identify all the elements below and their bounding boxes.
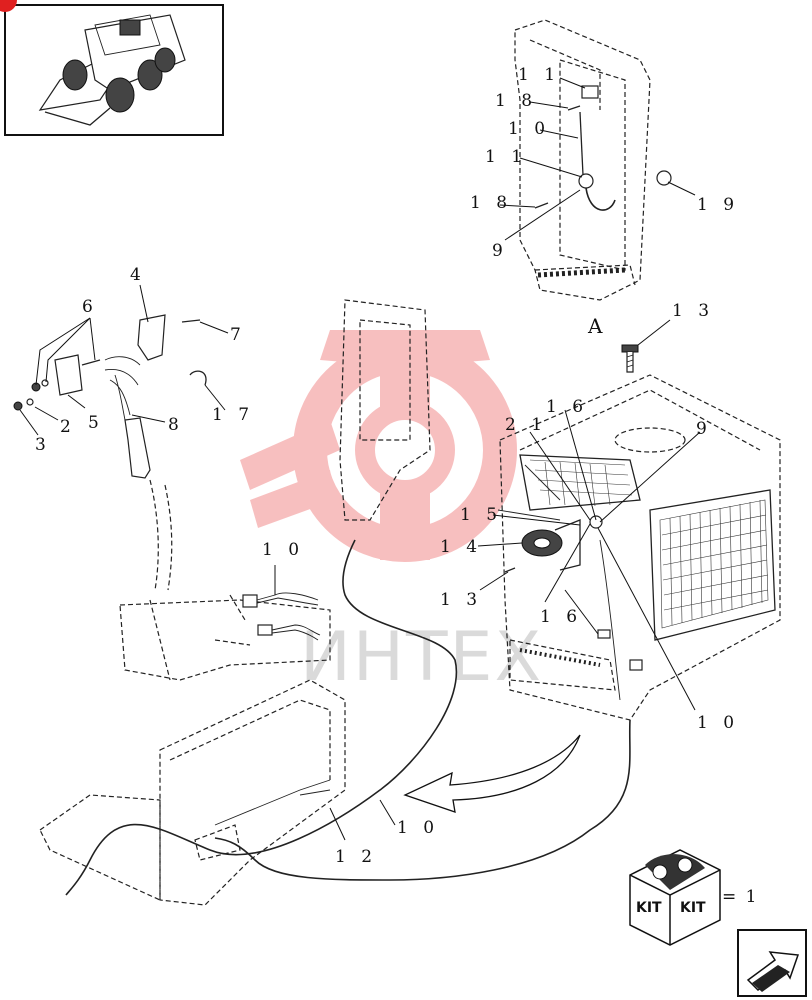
callout-13-top: 1 3 — [672, 301, 714, 321]
nut-part — [656, 170, 672, 186]
clip-part — [581, 85, 599, 99]
callout-5: 5 — [88, 413, 104, 433]
corner-badge — [0, 0, 17, 12]
callout-19: 1 9 — [697, 195, 739, 215]
left-tower — [119, 299, 431, 681]
callout-16-top: 1 6 — [546, 397, 588, 417]
callout-10-top: 1 0 — [508, 119, 550, 139]
kit-quantity: = 1 — [722, 887, 758, 907]
callout-4: 4 — [130, 265, 146, 285]
cable-harness — [65, 464, 631, 896]
thumbnail-frame — [4, 4, 224, 136]
loader-body — [499, 374, 781, 721]
callout-21: 2 1 — [505, 415, 547, 435]
callout-18-mid: 1 8 — [470, 193, 512, 213]
callout-10-bottom: 1 0 — [397, 818, 439, 838]
callout-18-top: 1 8 — [495, 91, 537, 111]
small-bolt — [504, 567, 516, 573]
callout-11-mid: 1 1 — [485, 147, 527, 167]
arrow-next-icon[interactable] — [737, 929, 807, 997]
watermark-text: ИНТЕХ — [300, 618, 543, 697]
callout-10-left: 1 0 — [262, 540, 304, 560]
callouts: 4 6 7 2 5 3 8 1 7 1 1 1 8 1 0 1 1 1 8 9 … — [35, 65, 739, 867]
skid-steer-loader-thumbnail — [38, 14, 186, 126]
leaders-detail-a — [499, 77, 696, 241]
callout-17: 1 7 — [212, 405, 254, 425]
callout-9-top: 9 — [492, 241, 508, 261]
callout-16-main: 1 6 — [540, 607, 582, 627]
bolt-part — [621, 344, 639, 373]
cover-part — [137, 314, 166, 361]
callout-13-main: 1 3 — [440, 590, 482, 610]
leaders-switch-assembly — [19, 284, 229, 436]
callout-14: 1 4 — [440, 537, 482, 557]
callout-2: 2 — [60, 417, 76, 437]
leaders-lower — [274, 565, 396, 841]
callout-12: 1 2 — [335, 847, 377, 867]
callout-7: 7 — [230, 325, 246, 345]
kit-text-right: KIT — [680, 900, 706, 916]
callout-10-main: 1 0 — [697, 713, 739, 733]
kit-text-left: KIT — [636, 900, 662, 916]
callout-11-top: 1 1 — [518, 65, 560, 85]
leaders-main — [477, 319, 701, 711]
harness-connector — [124, 417, 151, 479]
rear-grille — [661, 499, 769, 626]
direction-arrow — [403, 734, 581, 813]
cab-frame — [39, 679, 346, 906]
callout-9-main: 9 — [696, 419, 712, 439]
callout-8: 8 — [168, 415, 184, 435]
switch-assembly — [13, 314, 207, 591]
kit-legend: KIT KIT = 1 — [629, 849, 758, 946]
switch-body — [54, 354, 83, 396]
view-label-a: A — [587, 314, 603, 338]
connector-pair — [242, 585, 321, 641]
callout-15: 1 5 — [460, 505, 502, 525]
watermark-logo — [240, 330, 517, 562]
callout-3: 3 — [35, 435, 51, 455]
callout-6: 6 — [82, 297, 98, 317]
detail-view-a — [514, 19, 672, 301]
